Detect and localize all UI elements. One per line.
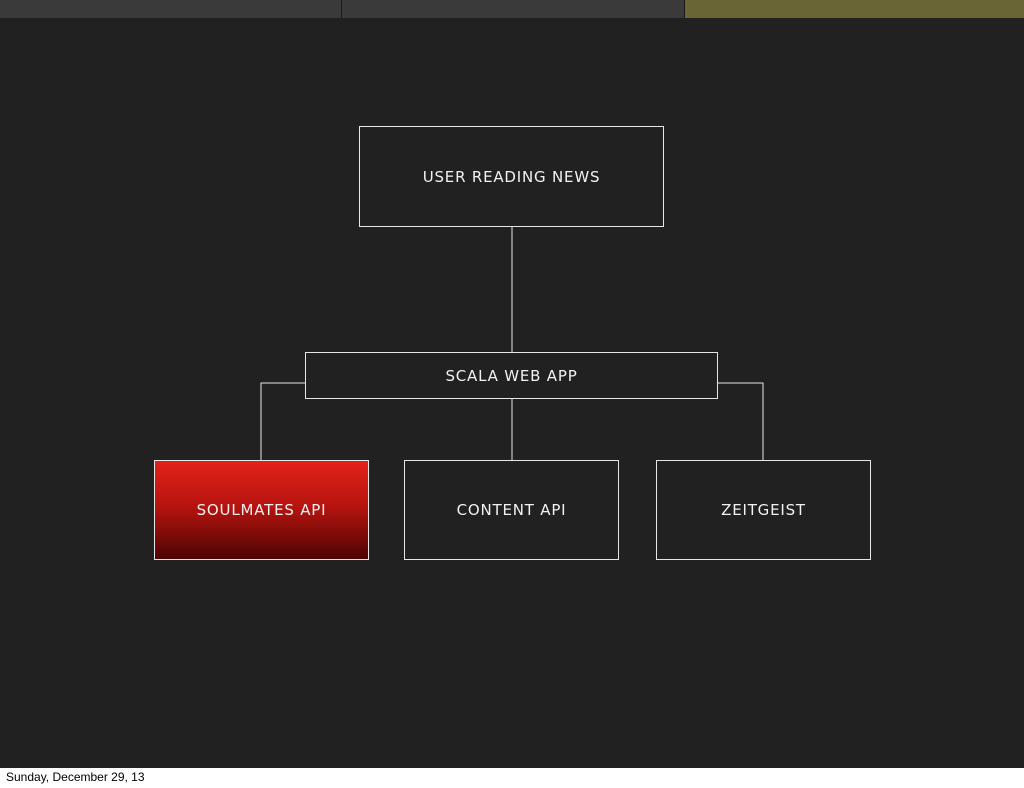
diagram-connectors — [260, 226, 764, 460]
node-soulmates-api: SOULMATES API — [154, 460, 369, 560]
edge-webapp-to-zeitgeist — [718, 382, 764, 460]
node-label: ZEITGEIST — [721, 501, 806, 519]
slide-progress-bar — [0, 0, 1024, 18]
node-label: USER READING NEWS — [422, 167, 601, 186]
node-label: SOULMATES API — [196, 501, 327, 519]
footer-date: Sunday, December 29, 13 — [6, 770, 145, 784]
slide: USER READING NEWS SCALA WEB APP SOULMATE… — [0, 0, 1024, 768]
progress-segment-2 — [342, 0, 685, 18]
edge-webapp-to-soulmates — [260, 382, 305, 460]
progress-segment-1 — [0, 0, 342, 18]
node-label: CONTENT API — [456, 501, 567, 519]
node-label: SCALA WEB APP — [445, 366, 578, 385]
progress-segment-current — [685, 0, 1024, 18]
node-zeitgeist: ZEITGEIST — [656, 460, 871, 560]
node-user-reading-news: USER READING NEWS — [359, 126, 664, 227]
node-content-api: CONTENT API — [404, 460, 619, 560]
node-scala-web-app: SCALA WEB APP — [305, 352, 718, 399]
